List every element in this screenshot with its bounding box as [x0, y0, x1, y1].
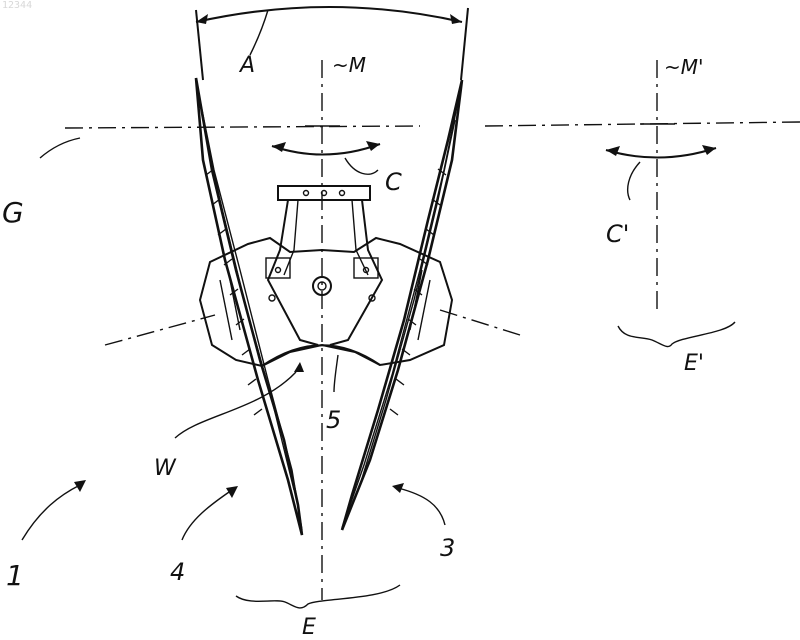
rotation-c-arc — [272, 144, 380, 155]
label-m: ~M — [332, 53, 366, 77]
bracket-e-prime — [618, 322, 735, 347]
blade-left-edge — [198, 90, 302, 530]
label-c-prime: C' — [606, 220, 629, 248]
label-c: C — [385, 168, 402, 196]
blade-left — [196, 78, 302, 535]
rotation-c-prime-leader — [628, 162, 640, 200]
bolt-3 — [276, 268, 281, 273]
top-mount-plate — [278, 186, 370, 200]
housing-lower-curve — [262, 345, 380, 366]
mount-hole-1 — [304, 191, 309, 196]
marker-w-arrow — [294, 362, 304, 372]
label-e-prime: E' — [684, 351, 704, 376]
rotation-c-prime-arc — [606, 148, 716, 158]
leader-1-arrow — [74, 480, 86, 492]
bolt-1 — [269, 295, 275, 301]
label-m-prime: ~M' — [664, 55, 704, 79]
label-g: G — [2, 196, 24, 229]
leader-4-arrow — [226, 486, 238, 498]
leader-3 — [398, 488, 445, 525]
oblique-line-left — [105, 315, 215, 345]
frame-left-strut — [268, 200, 318, 345]
construction-lines — [65, 60, 800, 600]
leader-3-arrow — [392, 483, 404, 493]
angle-a-leader — [250, 10, 268, 55]
label-a: A — [238, 53, 255, 78]
oblique-line-right — [440, 310, 520, 335]
rotation-c-arrow-right — [366, 141, 380, 151]
blade-right — [342, 80, 462, 530]
label-4: 4 — [170, 558, 185, 586]
horizontal-axis-g-left — [65, 126, 420, 128]
rotation-c-prime-arrow-left — [606, 146, 620, 156]
leader-5 — [334, 355, 338, 392]
angle-a-arc — [196, 7, 462, 22]
label-w: W — [154, 456, 177, 481]
label-1: 1 — [6, 559, 24, 592]
mount-hole-3 — [340, 191, 345, 196]
rotation-c-leader — [345, 158, 378, 174]
rotation-c — [272, 141, 380, 174]
leader-4 — [182, 490, 232, 540]
frame-right-strut — [330, 200, 382, 345]
leader-1 — [22, 485, 80, 540]
bracket-e — [236, 585, 400, 608]
rotation-c-prime-arrow-right — [702, 145, 716, 155]
leader-w — [175, 372, 296, 438]
label-e: E — [302, 615, 316, 640]
label-3: 3 — [440, 534, 455, 562]
label-5: 5 — [326, 406, 341, 434]
rotation-c-prime — [606, 145, 716, 200]
leader-g — [40, 138, 80, 158]
angle-a-tick-right — [461, 8, 468, 80]
reference-labels: A ~M ~M' C C' G E E' W 1 3 4 5 — [2, 53, 704, 640]
blade-right-outline — [342, 80, 462, 530]
leaders — [22, 138, 735, 608]
